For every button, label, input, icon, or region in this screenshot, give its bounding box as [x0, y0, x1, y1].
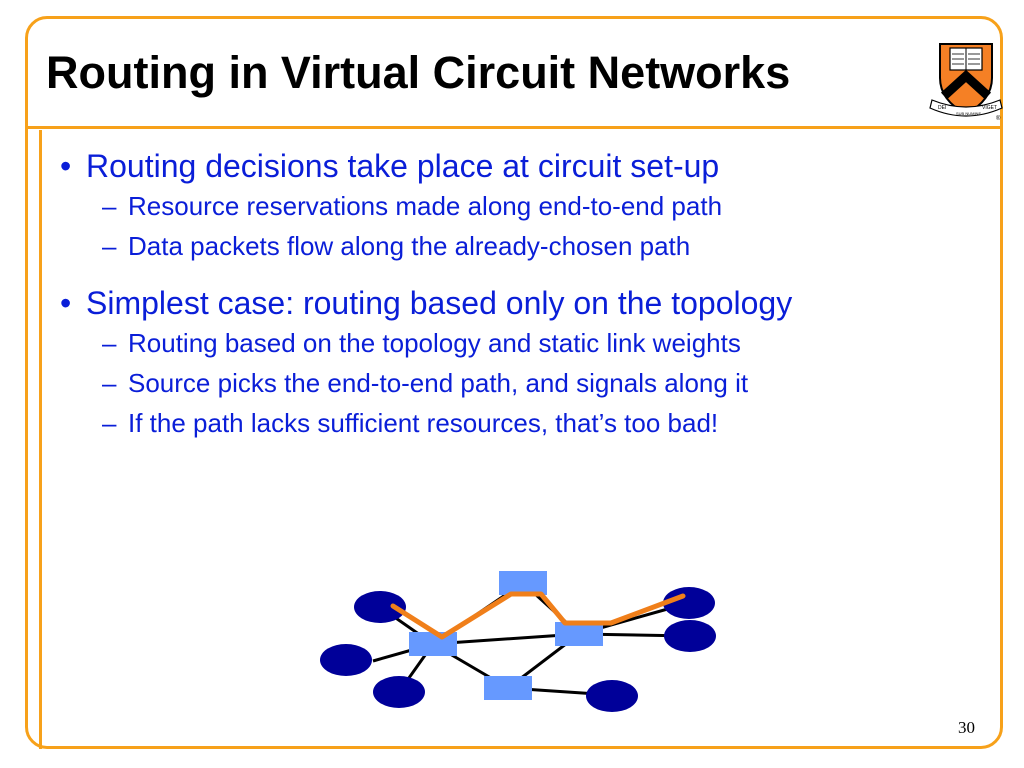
bullet-marker: •: [60, 285, 72, 321]
sub-bullet-text: Data packets flow along the already-chos…: [128, 231, 691, 261]
left-accent-bar: [39, 130, 42, 749]
router-nodes: [409, 571, 603, 700]
bullet-list: • Routing decisions take place at circuit…: [60, 147, 990, 448]
crest-registered-mark: ®: [996, 115, 1001, 122]
sub-bullet-marker: –: [102, 191, 117, 221]
host-node: [586, 680, 638, 712]
sub-bullet-text: Source picks the end-to-end path, and si…: [128, 368, 749, 398]
sub-bullet-item: –Data packets flow along the already-cho…: [102, 231, 990, 262]
bullet-group-1: • Routing decisions take place at circuit…: [60, 147, 990, 262]
bullet-item: • Simplest case: routing based only on th…: [60, 284, 990, 322]
crest-motto-left: DEI: [938, 105, 946, 111]
sub-bullet-item: –Routing based on the topology and stati…: [102, 328, 990, 359]
network-link: [432, 632, 580, 646]
slide-frame: [25, 16, 1003, 749]
sub-bullet-text: Resource reservations made along end-to-…: [128, 191, 723, 221]
title-divider: [27, 126, 1002, 129]
bullet-text: Simplest case: routing based only on the…: [86, 285, 793, 321]
sub-bullet-text: Routing based on the topology and static…: [128, 328, 741, 358]
host-node: [320, 644, 372, 676]
sub-bullet-text: If the path lacks sufficient resources, …: [128, 408, 719, 438]
crest-motto-center: SUB NUMINE: [956, 111, 981, 116]
host-nodes: [320, 587, 716, 712]
university-crest-icon: DEI SUB NUMINE VIGET ®: [929, 43, 1003, 122]
slide-title: Routing in Virtual Circuit Networks: [46, 47, 791, 98]
sub-bullet-item: –If the path lacks sufficient resources,…: [102, 408, 990, 439]
host-node: [373, 676, 425, 708]
sub-bullet-marker: –: [102, 328, 117, 358]
bullet-text: Routing decisions take place at circuit …: [86, 148, 720, 184]
page-number: 30: [958, 718, 975, 737]
sub-bullet-marker: –: [102, 231, 117, 261]
router-node: [409, 632, 457, 656]
chosen-path: [390, 591, 686, 640]
router-node: [555, 622, 603, 646]
network-topology-diagram: [320, 571, 716, 712]
sub-bullet-marker: –: [102, 368, 117, 398]
host-node: [354, 591, 406, 623]
sub-bullet-item: –Source picks the end-to-end path, and s…: [102, 368, 990, 399]
host-node: [663, 587, 715, 619]
sub-bullet-item: –Resource reservations made along end-to…: [102, 191, 990, 222]
bullet-marker: •: [60, 148, 72, 184]
router-node: [484, 676, 532, 700]
sub-bullet-marker: –: [102, 408, 117, 438]
router-node: [499, 571, 547, 595]
bullet-item: • Routing decisions take place at circuit…: [60, 147, 990, 185]
host-node: [664, 620, 716, 652]
crest-motto-right: VIGET: [982, 105, 997, 111]
bullet-group-2: • Simplest case: routing based only on th…: [60, 284, 990, 439]
